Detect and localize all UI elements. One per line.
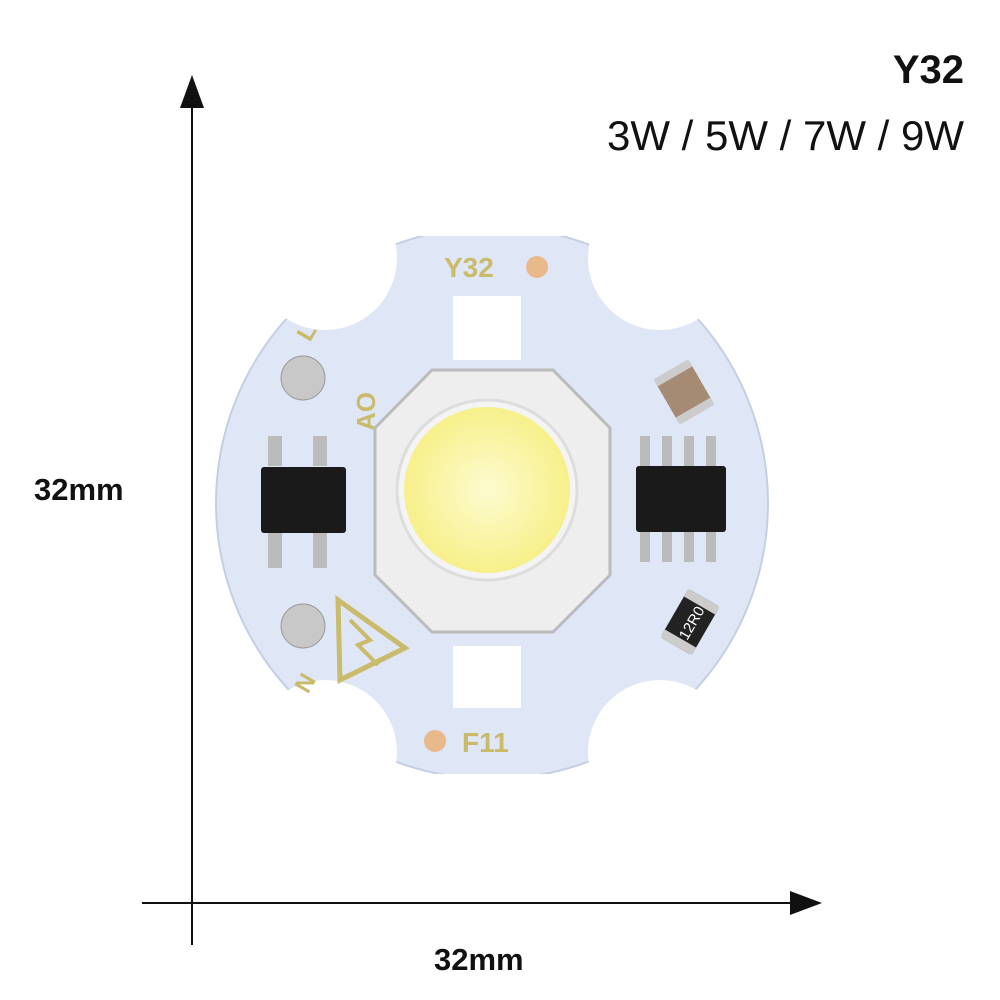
- model-title: Y32: [892, 48, 964, 92]
- horizontal-dimension-arrow: [142, 891, 822, 915]
- live-terminal: [280, 355, 326, 401]
- pcb-label-top: Y32: [444, 252, 494, 283]
- solder-pad: [424, 730, 446, 752]
- vertical-dimension-arrow: [180, 75, 204, 945]
- driver-ic-chip: [636, 436, 726, 562]
- height-dimension-label: 32mm: [34, 472, 124, 507]
- resistor: 12R0: [660, 588, 720, 656]
- pcb-label-side: AO: [351, 392, 381, 431]
- solder-pad: [526, 256, 548, 278]
- high-voltage-warning-icon: [335, 595, 410, 684]
- rectifier-chip: [261, 436, 346, 568]
- width-dimension-label: 32mm: [434, 942, 524, 977]
- wattage-options: 3W / 5W / 7W / 9W: [606, 112, 964, 159]
- neutral-terminal: [280, 603, 326, 649]
- cob-led: [373, 368, 612, 634]
- capacitor: [653, 359, 715, 425]
- pcb-label-bottom: F11: [462, 727, 509, 758]
